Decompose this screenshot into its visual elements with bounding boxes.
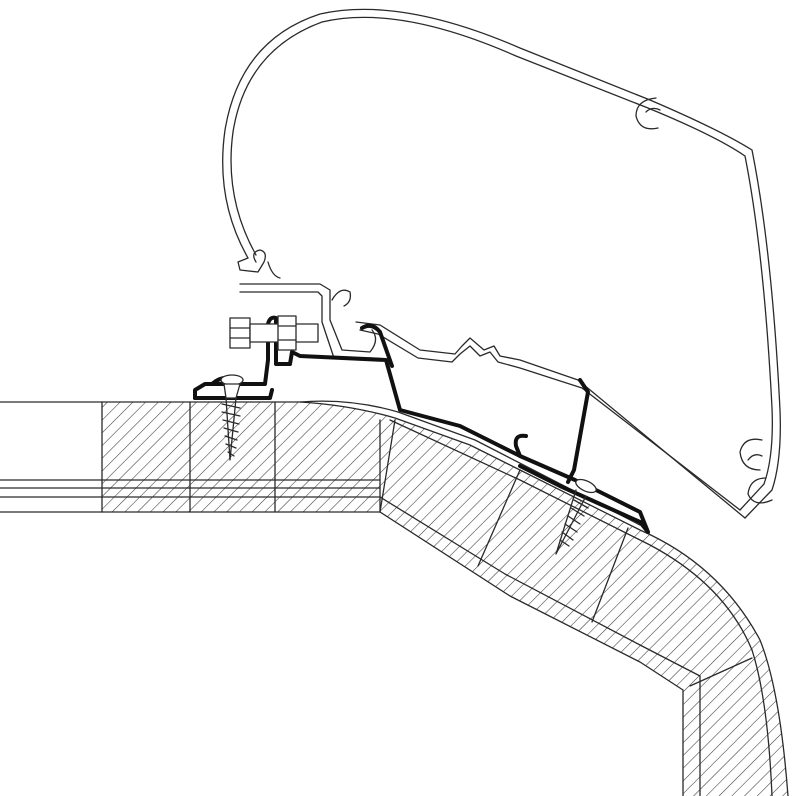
bolt-icon xyxy=(229,315,319,351)
awning-front-clip xyxy=(739,438,763,471)
roof-hatching xyxy=(102,402,788,796)
roof-outline xyxy=(101,400,789,796)
roof-left-panel xyxy=(0,401,103,513)
awning-top-clip xyxy=(635,97,659,130)
screw-icon-left xyxy=(220,374,244,461)
roof-section xyxy=(0,400,789,796)
screw-icon-right xyxy=(555,478,597,555)
awning-profile xyxy=(222,8,781,519)
